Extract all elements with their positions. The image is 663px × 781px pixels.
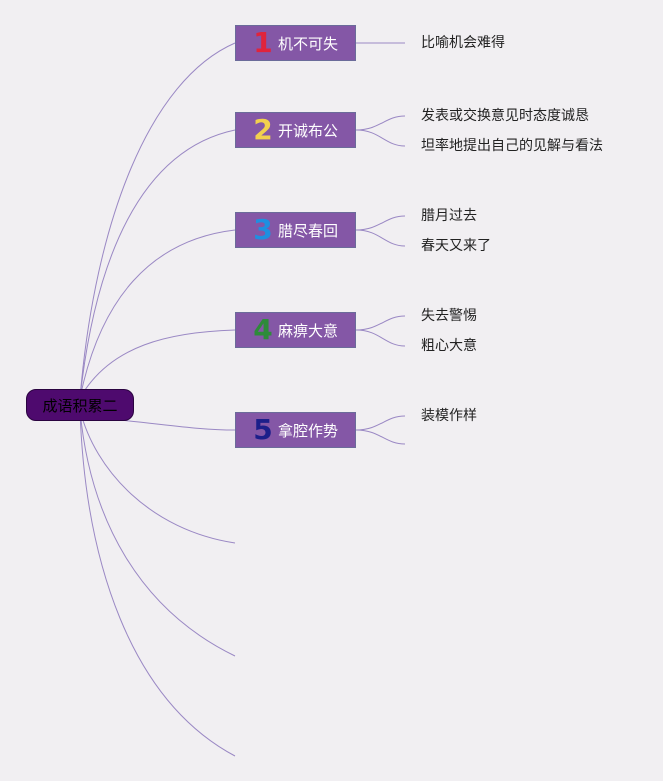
link-root-empty-3: [79, 409, 236, 757]
topic-label: 机不可失: [278, 34, 339, 53]
topic-node-4[interactable]: 4 麻痹大意: [235, 312, 356, 348]
topic-node-2[interactable]: 2 开诚布公: [235, 112, 356, 148]
link-root-empty-2: [79, 409, 236, 657]
detail-node[interactable]: 发表或交换意见时态度诚恳: [421, 108, 589, 124]
link-root-empty-1: [79, 409, 236, 544]
detail-node[interactable]: 粗心大意: [421, 338, 477, 354]
link-topic3-detail1: [355, 215, 406, 231]
link-root-topic-2: [79, 129, 236, 399]
link-root-topic-4: [79, 329, 236, 399]
topic-label: 拿腔作势: [278, 421, 339, 440]
detail-node[interactable]: 腊月过去: [421, 208, 477, 224]
detail-node[interactable]: 失去警惕: [421, 308, 477, 324]
link-topic5-detail1: [355, 415, 406, 431]
root-label: 成语积累二: [42, 396, 118, 415]
link-topic5-detail2: [355, 429, 406, 445]
link-root-topic-3: [79, 229, 236, 399]
root-node[interactable]: 成语积累二: [26, 389, 134, 421]
link-topic4-detail1: [355, 315, 406, 331]
detail-node[interactable]: 春天又来了: [421, 238, 491, 254]
number-3-icon: 3: [253, 213, 273, 246]
number-5-icon: 5: [253, 413, 273, 446]
number-4-icon: 4: [253, 313, 273, 346]
number-2-icon: 2: [253, 113, 273, 146]
link-topic2-detail2: [355, 129, 406, 147]
link-root-topic-1: [79, 42, 236, 399]
number-1-icon: 1: [253, 26, 273, 59]
topic-label: 开诚布公: [278, 121, 339, 140]
topic-label: 麻痹大意: [278, 321, 339, 340]
topic-node-5[interactable]: 5 拿腔作势: [235, 412, 356, 448]
detail-node[interactable]: 装模作样: [421, 408, 477, 424]
topic-node-3[interactable]: 3 腊尽春回: [235, 212, 356, 248]
link-topic4-detail2: [355, 329, 406, 347]
topic-label: 腊尽春回: [278, 221, 339, 240]
link-topic2-detail1: [355, 115, 406, 131]
detail-node[interactable]: 比喻机会难得: [421, 35, 505, 51]
link-root-topic-5: [119, 419, 236, 431]
topic-node-1[interactable]: 1 机不可失: [235, 25, 356, 61]
detail-node[interactable]: 坦率地提出自己的见解与看法: [421, 138, 603, 154]
link-topic3-detail2: [355, 229, 406, 247]
